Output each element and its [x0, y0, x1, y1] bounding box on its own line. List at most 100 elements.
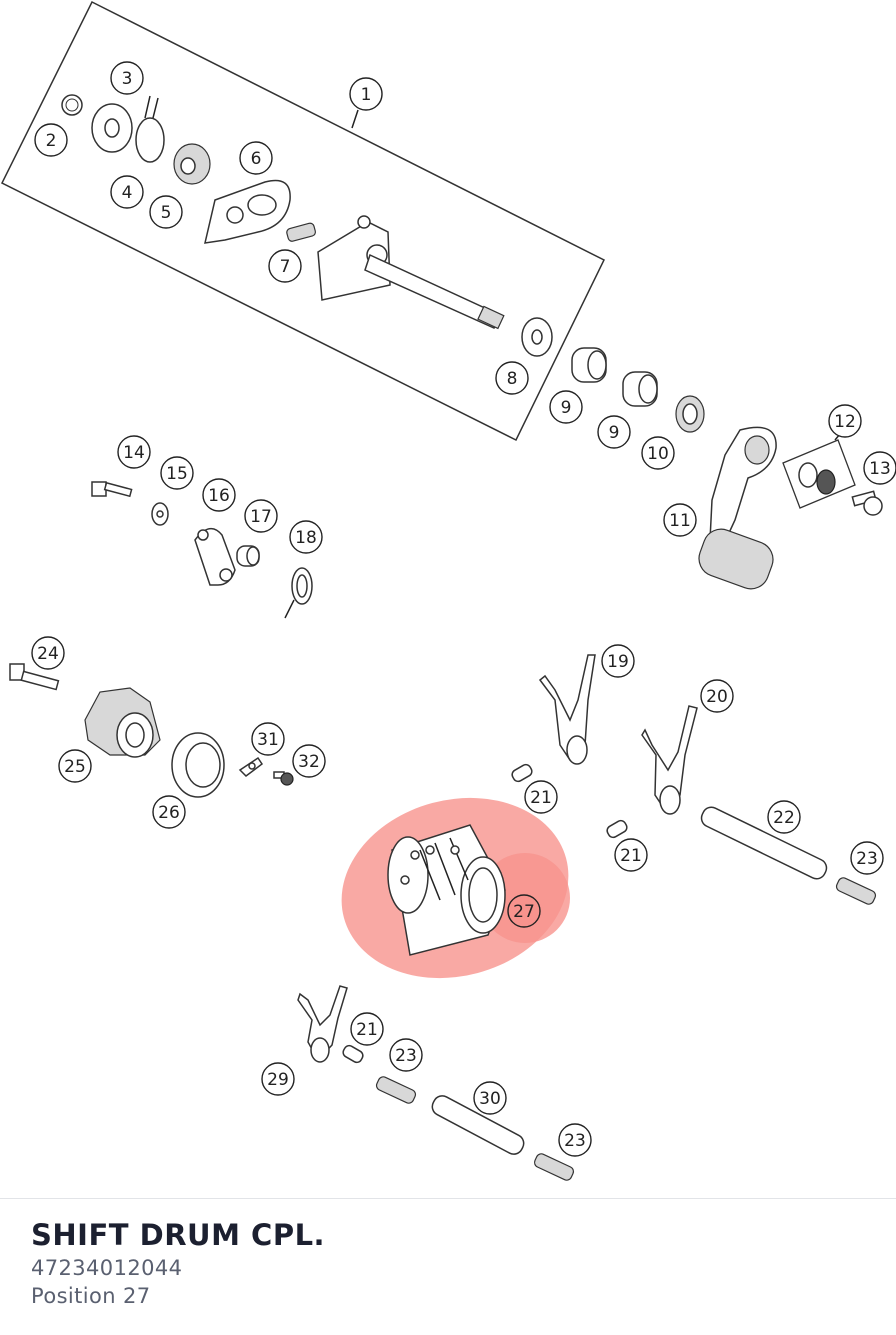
callout-3[interactable]: 3 — [110, 61, 144, 95]
callout-15[interactable]: 15 — [160, 456, 194, 490]
part-number: 47234012044 — [31, 1256, 183, 1280]
callout-circle — [110, 61, 144, 95]
part-22-shaft — [700, 806, 828, 880]
callout-circle — [350, 1012, 384, 1046]
exploded-parts-diagram: 1234567899101112131415161718192021212122… — [0, 0, 896, 1181]
callout-label: 16 — [208, 486, 230, 506]
callout-circle — [495, 361, 529, 395]
part-12-bearing-set — [782, 433, 856, 509]
callout-32[interactable]: 32 — [292, 744, 326, 778]
callout-7[interactable]: 7 — [268, 249, 302, 283]
part-info-panel: SHIFT DRUM CPL. 47234012044 Position 27 — [31, 1216, 325, 1310]
callout-5[interactable]: 5 — [149, 195, 183, 229]
part-23-spring-c — [533, 1153, 575, 1181]
callout-label: 32 — [298, 752, 320, 772]
callout-label: 8 — [507, 369, 518, 389]
callout-12[interactable]: 12 — [828, 404, 862, 438]
callout-circle — [349, 77, 383, 111]
callout-21b[interactable]: 21 — [614, 838, 648, 872]
callout-26[interactable]: 26 — [152, 795, 186, 829]
callout-circle — [828, 404, 862, 438]
callout-14[interactable]: 14 — [117, 435, 151, 469]
callout-circle — [244, 499, 278, 533]
callout-label: 19 — [607, 652, 629, 672]
callout-circle — [473, 1081, 507, 1115]
callout-label: 21 — [530, 788, 552, 808]
part-20-shift-fork — [641, 705, 698, 815]
callout-23c[interactable]: 23 — [558, 1123, 592, 1157]
part-position: Position 27 — [31, 1284, 151, 1308]
callout-11[interactable]: 11 — [663, 503, 697, 537]
callout-circle — [663, 503, 697, 537]
callout-circle — [34, 123, 68, 157]
callout-circle — [292, 744, 326, 778]
callout-6[interactable]: 6 — [239, 141, 273, 175]
callout-17[interactable]: 17 — [244, 499, 278, 533]
callout-10[interactable]: 10 — [641, 436, 675, 470]
callout-27[interactable]: 27 — [507, 894, 541, 928]
callout-label: 3 — [122, 69, 133, 89]
callout-label: 23 — [564, 1131, 586, 1151]
callout-9a[interactable]: 9 — [549, 390, 583, 424]
callout-25[interactable]: 25 — [58, 749, 92, 783]
part-17-roller — [236, 545, 260, 567]
part-21-pin-a — [511, 763, 533, 783]
callout-circle — [641, 436, 675, 470]
part-7-spring — [286, 222, 317, 242]
part-13-bolt — [851, 490, 883, 516]
callout-circle — [110, 175, 144, 209]
callout-label: 17 — [250, 507, 272, 527]
callout-18[interactable]: 18 — [289, 520, 323, 554]
callout-label: 4 — [122, 183, 133, 203]
callout-29[interactable]: 29 — [261, 1062, 295, 1096]
callout-20[interactable]: 20 — [700, 679, 734, 713]
callout-circle — [700, 679, 734, 713]
callout-21c[interactable]: 21 — [350, 1012, 384, 1046]
callout-23a[interactable]: 23 — [850, 841, 884, 875]
part-23-spring-a — [835, 877, 877, 905]
callout-13[interactable]: 13 — [863, 451, 896, 485]
part-1-group-box — [0, 0, 605, 442]
callout-circle — [251, 722, 285, 756]
callout-label: 29 — [267, 1070, 289, 1090]
part-30-shaft — [431, 1095, 525, 1155]
callout-1[interactable]: 1 — [349, 77, 383, 111]
callout-9b[interactable]: 9 — [597, 415, 631, 449]
callout-30[interactable]: 30 — [473, 1081, 507, 1115]
callout-label: 23 — [856, 849, 878, 869]
callout-4[interactable]: 4 — [110, 175, 144, 209]
callout-label: 21 — [356, 1020, 378, 1040]
part-23-spring-b — [375, 1076, 417, 1104]
part-24-bolt — [9, 663, 60, 691]
part-6-plate — [204, 179, 291, 244]
part-31-plate — [238, 756, 264, 777]
callout-16[interactable]: 16 — [202, 478, 236, 512]
part-19-shift-fork — [538, 654, 596, 765]
callout-label: 24 — [37, 644, 59, 664]
part-26-bearing — [171, 732, 225, 798]
callout-8[interactable]: 8 — [495, 361, 529, 395]
callout-label: 7 — [280, 257, 291, 277]
callout-19[interactable]: 19 — [601, 644, 635, 678]
callout-label: 11 — [669, 511, 691, 531]
callout-21a[interactable]: 21 — [524, 780, 558, 814]
callout-22[interactable]: 22 — [767, 800, 801, 834]
callout-circle — [239, 141, 273, 175]
part-8-washer — [521, 317, 553, 357]
callout-circle — [268, 249, 302, 283]
callout-23b[interactable]: 23 — [389, 1038, 423, 1072]
part-27-shift-drum[interactable] — [387, 824, 506, 956]
callout-circle — [558, 1123, 592, 1157]
callout-31[interactable]: 31 — [251, 722, 285, 756]
footer-divider — [0, 1198, 896, 1199]
part-32-screw — [273, 771, 294, 786]
callout-circle — [850, 841, 884, 875]
part-29-shift-fork — [297, 985, 348, 1063]
callout-label: 10 — [647, 444, 669, 464]
part-15-washer — [151, 502, 169, 526]
part-4-spring — [135, 95, 165, 163]
callout-circle — [597, 415, 631, 449]
callout-24[interactable]: 24 — [31, 636, 65, 670]
callout-circle — [149, 195, 183, 229]
callout-2[interactable]: 2 — [34, 123, 68, 157]
